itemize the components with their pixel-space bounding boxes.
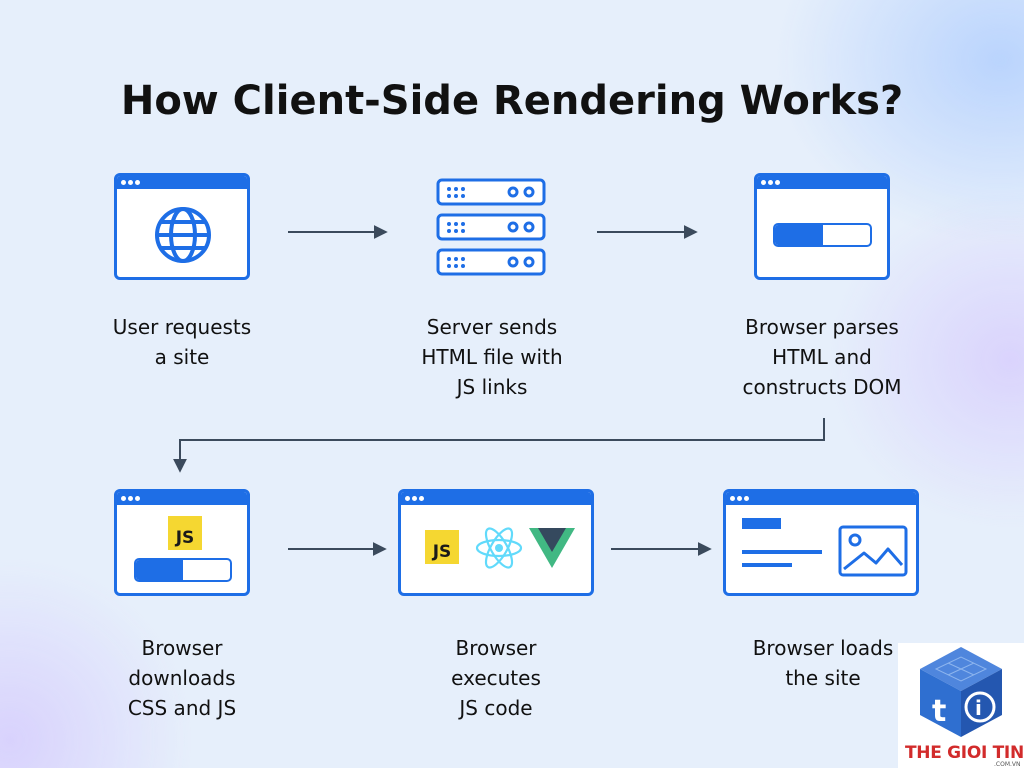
browser-window-icon: JS	[398, 489, 594, 596]
js-logo-icon: JS	[425, 530, 459, 564]
vue-logo-icon	[529, 528, 575, 568]
download-progress-fill	[136, 560, 183, 580]
browser-window-icon	[754, 173, 890, 280]
download-progress-bar	[134, 558, 232, 582]
content-text-line	[742, 550, 822, 554]
parse-progress-fill	[775, 225, 823, 245]
image-icon	[838, 525, 908, 577]
browser-window-icon	[114, 173, 250, 280]
content-text-line	[742, 563, 792, 567]
logo-domain: .COM.VN	[994, 761, 1021, 768]
svg-text:i: i	[975, 696, 982, 720]
js-logo-icon: JS	[168, 516, 202, 550]
globe-icon	[155, 207, 211, 263]
cube-logo-icon: t i	[920, 647, 1002, 737]
browser-window-icon	[723, 489, 919, 596]
page-title: How Client-Side Rendering Works?	[120, 78, 904, 124]
parse-progress-bar	[773, 223, 872, 247]
react-logo-icon	[475, 527, 523, 569]
logo-wordmark: THE GIOI TINHOC	[905, 743, 1024, 763]
arrow-step3-to-step4	[173, 418, 825, 473]
watermark-logo: t i THE GIOI TINHOC .COM.VN	[898, 643, 1024, 768]
browser-window-icon: JS	[114, 489, 250, 596]
server-icon	[436, 178, 546, 276]
content-heading-block	[742, 518, 781, 529]
svg-text:t: t	[932, 694, 946, 729]
